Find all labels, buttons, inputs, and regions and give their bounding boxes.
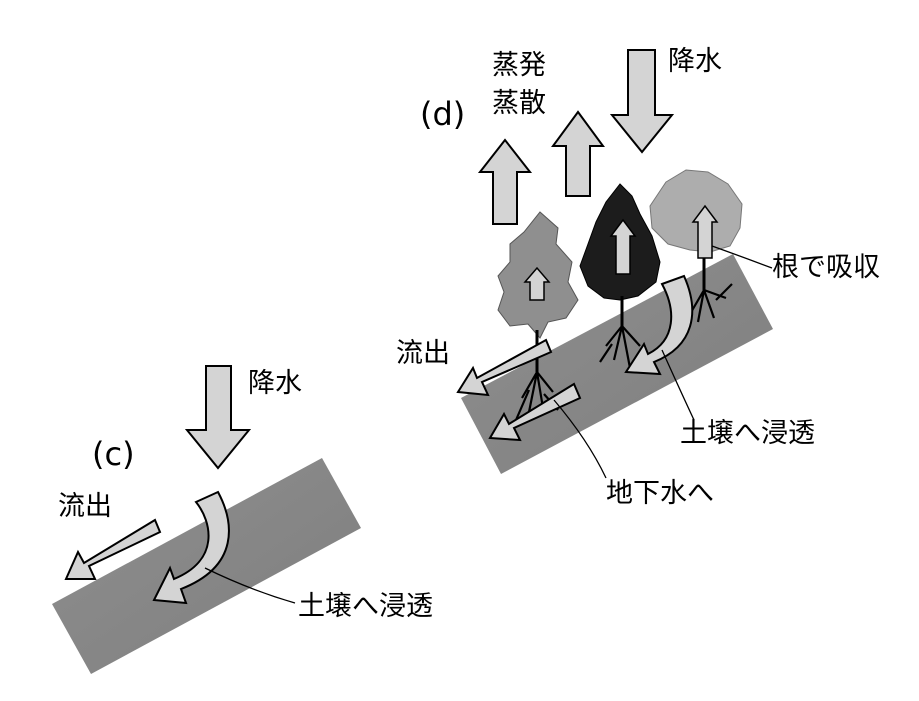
infiltration-arrow-d — [624, 274, 694, 376]
runoff-arrow-d — [456, 338, 553, 397]
evaporation-arrow-2 — [551, 110, 605, 197]
to-groundwater-label: 地下水へ — [606, 478, 714, 509]
runoff-label-c: 流出 — [58, 491, 112, 522]
panel-c-tag: (c) — [92, 435, 135, 473]
runoff-label-d: 流出 — [396, 338, 450, 369]
root-absorption-leader — [711, 245, 773, 269]
groundwater-arrow-d — [488, 382, 582, 442]
groundwater-leader — [553, 399, 607, 479]
panel-c — [52, 365, 361, 674]
evaporation-arrow-1 — [477, 138, 533, 225]
infiltration-leader-d — [661, 349, 695, 421]
precipitation-label-c: 降水 — [248, 368, 302, 399]
panel-d-tag: (d) — [420, 95, 466, 133]
transpiration-label: 蒸散 — [492, 88, 546, 119]
runoff-arrow-c — [64, 518, 162, 580]
infiltration-arrow-c — [152, 490, 230, 605]
precipitation-arrow-d — [609, 49, 675, 154]
tree-pale — [649, 169, 743, 323]
infiltration-label-d: 土壌へ浸透 — [680, 418, 815, 449]
precipitation-label-d: 降水 — [668, 46, 722, 77]
infiltration-label-c: 土壌へ浸透 — [298, 591, 433, 622]
soil-slope-d — [461, 254, 773, 474]
infiltration-leader-c — [204, 567, 296, 604]
evaporation-label: 蒸発 — [492, 50, 546, 81]
tree-dark — [579, 183, 661, 369]
precipitation-arrow-c — [184, 365, 252, 470]
panel-d — [456, 49, 773, 479]
root-absorption-label: 根で吸収 — [772, 252, 880, 283]
